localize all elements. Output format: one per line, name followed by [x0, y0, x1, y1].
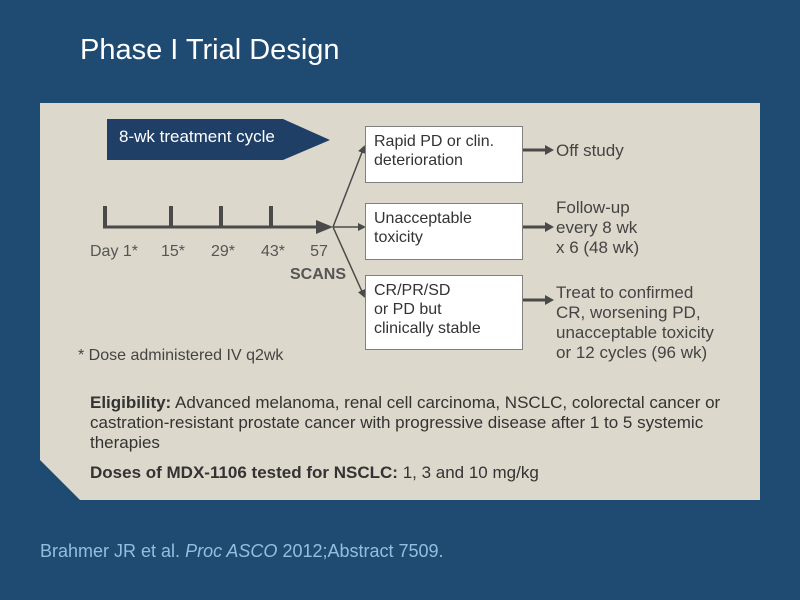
box-rapid-pd: Rapid PD or clin.deterioration: [365, 126, 523, 183]
page-title: Phase I Trial Design: [80, 34, 340, 66]
branch-arrow-bottom: [332, 226, 366, 298]
outcome-off-study: Off study: [556, 141, 624, 160]
day-label-57: 57: [310, 243, 328, 260]
treatment-cycle-label: 8-wk treatment cycle: [119, 127, 275, 146]
doses-text: Doses of MDX-1106 tested for NSCLC: 1, 3…: [90, 463, 539, 482]
citation: Brahmer JR et al. Proc ASCO 2012;Abstrac…: [40, 541, 444, 561]
timeline-diagram: [103, 119, 554, 305]
dose-footnote: * Dose administered IV q2wk: [78, 347, 284, 364]
scans-label: SCANS: [290, 266, 347, 283]
day-label-43: 43*: [260, 243, 286, 260]
trial-design-panel: 8-wk treatment cycle Day 1* 15* 29* 43* …: [40, 103, 760, 500]
branch-arrow-top: [332, 145, 366, 228]
eligibility-label: Eligibility:: [90, 393, 172, 412]
citation-journal: Proc ASCO: [185, 541, 278, 561]
eligibility-text: Eligibility: Advanced melanoma, renal ce…: [90, 393, 721, 452]
doses-label: Doses of MDX-1106 tested for NSCLC:: [90, 463, 398, 482]
day-label-1: Day 1*: [89, 243, 139, 260]
day-label-29: 29*: [210, 243, 236, 260]
timeline-arrowhead: [316, 220, 333, 234]
treatment-cycle-arrow: [107, 119, 330, 160]
day-label-15: 15*: [160, 243, 186, 260]
